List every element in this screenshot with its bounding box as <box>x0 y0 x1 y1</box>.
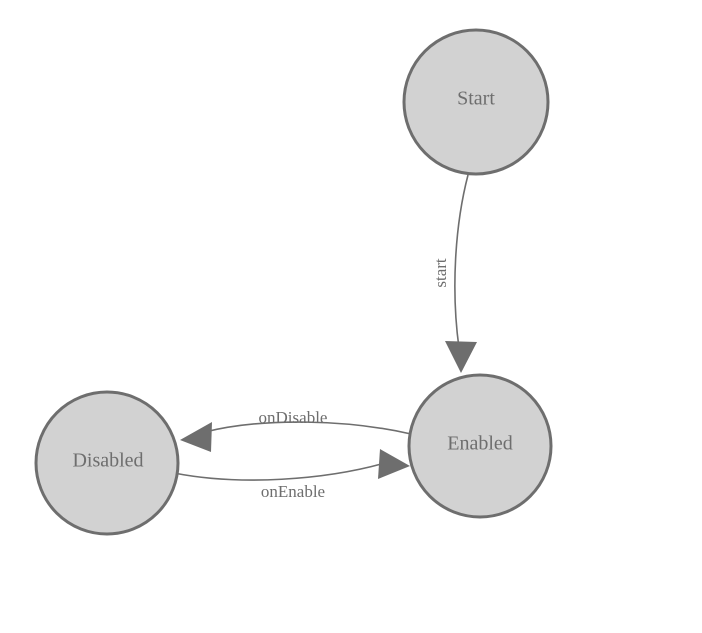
edge-start-to-enabled[interactable]: start <box>431 174 477 373</box>
node-disabled-label: Disabled <box>72 450 143 472</box>
edge-disabled-to-enabled-path <box>173 462 386 481</box>
edge-enabled-to-disabled-label: onDisable <box>259 408 328 427</box>
node-enabled[interactable]: Enabled <box>407 373 553 519</box>
edge-enabled-to-disabled-arrowhead <box>180 422 212 452</box>
node-disabled-circle <box>34 390 180 536</box>
edge-disabled-to-enabled-label: onEnable <box>261 482 325 501</box>
edge-start-to-enabled-arrowhead <box>445 341 477 373</box>
edge-disabled-to-enabled-arrowhead <box>378 449 410 479</box>
edge-enabled-to-disabled-path <box>204 421 412 435</box>
edge-start-to-enabled-label: start <box>431 258 450 288</box>
node-disabled[interactable]: Disabled <box>34 390 180 536</box>
edge-enabled-to-disabled[interactable]: onDisable <box>180 408 412 452</box>
node-start-label: Start <box>457 88 495 110</box>
node-start-circle <box>402 28 550 176</box>
edge-start-to-enabled-path <box>454 174 469 349</box>
edge-disabled-to-enabled[interactable]: onEnable <box>173 449 410 501</box>
node-enabled-circle <box>407 373 553 519</box>
node-start[interactable]: Start <box>402 28 550 176</box>
node-enabled-label: Enabled <box>447 433 513 455</box>
